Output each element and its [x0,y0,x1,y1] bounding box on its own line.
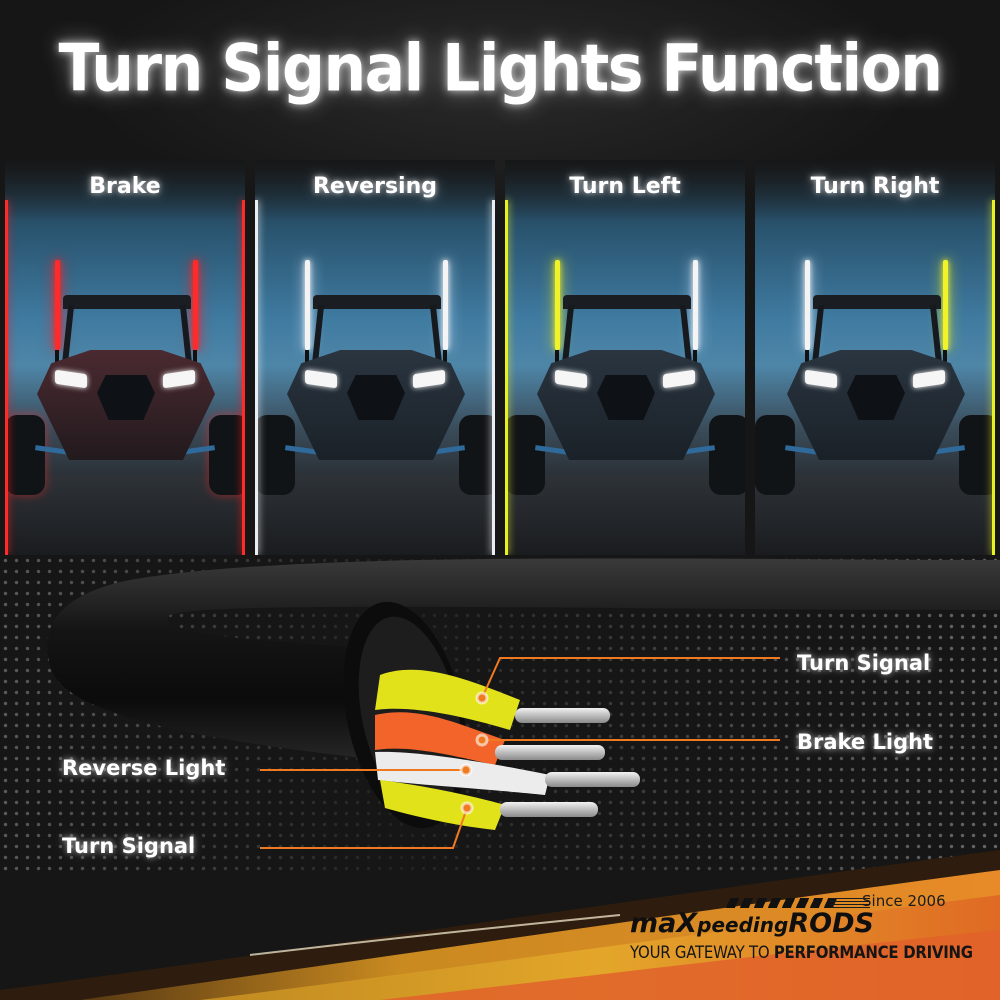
brand-tagline: YOUR GATEWAY TO PERFORMANCE DRIVING [630,943,973,963]
utv-image [255,160,495,555]
callout-brake-light: Brake Light [797,730,934,754]
panel-brake: Brake [5,160,245,555]
whip-light-left [805,260,810,350]
panel-reversing: Reversing [255,160,495,555]
callout-turn-signal-right: Turn Signal [797,651,931,675]
whip-light-left [555,260,560,350]
panel-label: Turn Right [810,174,940,199]
callout-turn-signal-left: Turn Signal [62,834,196,858]
brand-name: maXpeedingRODS [630,908,874,939]
utv-image [755,160,995,555]
speed-lines-icon [830,898,870,910]
whip-light-right [193,260,198,350]
callout-lines [260,657,780,849]
whip-light-right [443,260,448,350]
panel-label: Reversing [312,174,438,199]
checkered-flag-icon [725,898,841,908]
panel-turn-right: Turn Right [755,160,995,555]
page-title: Turn Signal Lights Function [58,31,943,107]
cable-illustration [47,558,1000,849]
panel-label: Brake [89,174,161,199]
utv-image [505,160,745,555]
whip-light-right [943,260,948,350]
whip-light-right [693,260,698,350]
utv-image [5,160,245,555]
since-text: Since 2006 [862,892,946,910]
whip-light-left [305,260,310,350]
orange-swoosh [0,850,1000,1000]
panel-label: Turn Left [569,174,681,199]
whip-light-left [55,260,60,350]
callout-reverse-light: Reverse Light [62,756,226,780]
panel-turn-left: Turn Left [505,160,745,555]
